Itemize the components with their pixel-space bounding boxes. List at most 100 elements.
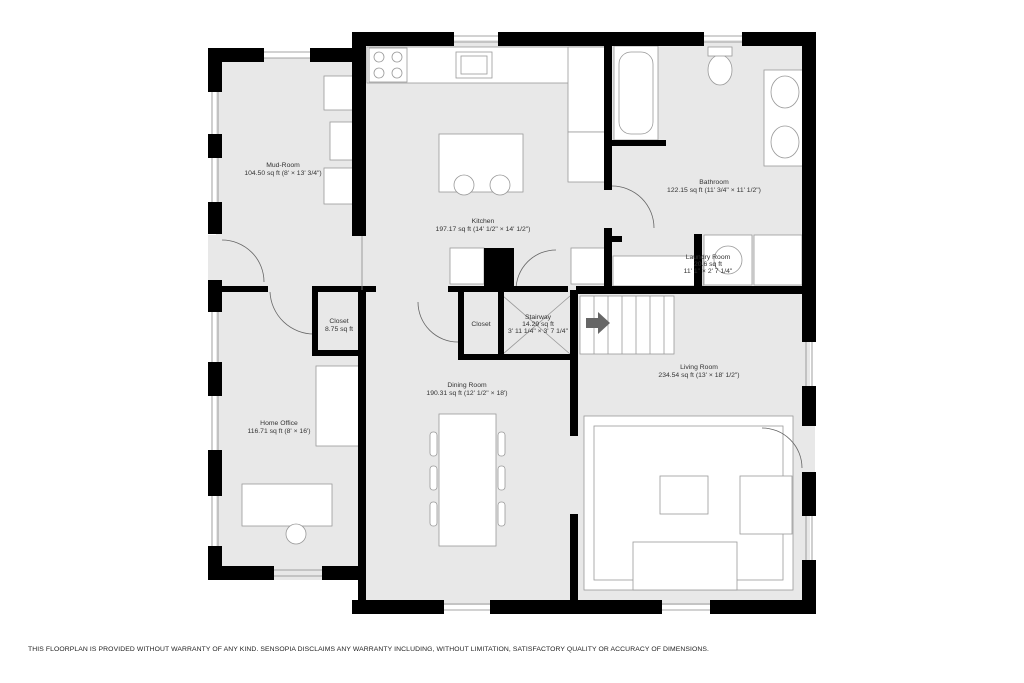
laundry-room-dims: 11' 1" × 2' 7 1/4" bbox=[684, 268, 733, 275]
dining-chairs bbox=[429, 431, 506, 527]
stove bbox=[368, 47, 408, 83]
dining-room-area: 190.31 sq ft (12' 1/2" × 18') bbox=[426, 390, 507, 397]
dining-table bbox=[438, 413, 497, 547]
toilet bbox=[707, 54, 733, 86]
wall bbox=[208, 134, 222, 158]
wall bbox=[458, 290, 464, 360]
wall bbox=[802, 386, 816, 426]
living-room-name: Living Room bbox=[680, 364, 718, 371]
home-office-name: Home Office bbox=[260, 420, 298, 427]
stairway-area: 14.29 sq ft bbox=[522, 321, 554, 328]
wall bbox=[208, 566, 274, 580]
wall bbox=[312, 286, 318, 356]
kitchen-cabinet bbox=[449, 247, 485, 285]
stairway-name: Stairway bbox=[525, 314, 552, 321]
wall bbox=[576, 286, 816, 294]
closet-left-area: 8.75 sq ft bbox=[325, 326, 353, 333]
wall bbox=[352, 32, 366, 236]
furniture bbox=[241, 45, 805, 591]
wall bbox=[498, 32, 704, 46]
wall bbox=[694, 234, 702, 290]
bathtub-basin bbox=[618, 51, 654, 135]
mud-room-area: 104.50 sq ft (8' × 13' 3/4") bbox=[244, 170, 321, 177]
wall bbox=[498, 290, 504, 360]
living-room-area: 234.54 sq ft (13' × 18' 1/2") bbox=[658, 372, 739, 379]
wall bbox=[358, 290, 366, 614]
dining-chair bbox=[497, 501, 506, 527]
wall bbox=[612, 140, 666, 146]
dining-chair bbox=[429, 501, 438, 527]
bathroom-sink bbox=[770, 125, 800, 159]
wall bbox=[484, 248, 514, 292]
wall bbox=[458, 354, 578, 360]
wall bbox=[742, 32, 816, 46]
kitchen-name: Kitchen bbox=[472, 218, 495, 225]
wall bbox=[570, 514, 578, 614]
closet-center-name: Closet bbox=[471, 321, 490, 328]
wall bbox=[322, 566, 366, 580]
dryer bbox=[753, 234, 803, 286]
dining-chair bbox=[497, 431, 506, 457]
windows bbox=[211, 35, 813, 611]
kitchen-cabinet bbox=[570, 247, 606, 285]
wall bbox=[312, 350, 366, 356]
office-sofa bbox=[315, 365, 361, 447]
office-chair bbox=[285, 523, 307, 545]
sofa bbox=[632, 541, 738, 591]
wall bbox=[312, 286, 376, 292]
wall bbox=[710, 600, 816, 614]
walls bbox=[208, 32, 816, 614]
burner bbox=[391, 67, 403, 79]
wall bbox=[604, 228, 612, 286]
bathroom-area: 122.15 sq ft (11' 3/4" × 11' 1/2") bbox=[667, 187, 761, 194]
wall bbox=[222, 286, 268, 292]
wall bbox=[208, 280, 222, 312]
wall bbox=[352, 600, 444, 614]
washer-drum bbox=[713, 245, 743, 275]
stool bbox=[489, 174, 511, 196]
wall bbox=[208, 202, 222, 234]
wall bbox=[208, 450, 222, 496]
laundry-room-area: 20.6 sq ft bbox=[694, 261, 722, 268]
burner bbox=[391, 51, 403, 63]
wall bbox=[802, 472, 816, 516]
side-door-recess bbox=[795, 425, 815, 475]
wall bbox=[208, 48, 222, 92]
burner bbox=[373, 67, 385, 79]
bathroom-name: Bathroom bbox=[699, 179, 729, 186]
wall bbox=[570, 290, 578, 436]
mud-room-name: Mud-Room bbox=[266, 162, 300, 169]
coffee-table bbox=[659, 475, 709, 515]
stairway-dims: 3' 11 1/4" × 3' 7 1/4" bbox=[508, 328, 569, 335]
dining-room-name: Dining Room bbox=[447, 382, 487, 389]
wall bbox=[802, 32, 816, 342]
office-desk bbox=[241, 483, 333, 527]
dining-chair bbox=[497, 465, 506, 491]
bathroom-sink bbox=[770, 75, 800, 109]
door-swings bbox=[221, 185, 803, 469]
wall bbox=[310, 48, 364, 62]
refrigerator bbox=[567, 131, 606, 183]
dining-chair bbox=[429, 465, 438, 491]
wall bbox=[612, 236, 622, 242]
kitchen-island bbox=[438, 133, 524, 193]
kitchen-counter-right bbox=[567, 46, 606, 133]
stair-direction-arrow-icon bbox=[586, 312, 610, 334]
wall bbox=[208, 362, 222, 396]
toilet-tank bbox=[707, 46, 733, 57]
dining-chair bbox=[429, 431, 438, 457]
disclaimer-text: THIS FLOORPLAN IS PROVIDED WITHOUT WARRA… bbox=[28, 646, 710, 653]
laundry-counter bbox=[612, 255, 704, 287]
wall bbox=[352, 32, 454, 46]
closet-left-name: Closet bbox=[329, 318, 348, 325]
left-door-recess bbox=[208, 235, 222, 283]
wall bbox=[604, 40, 612, 190]
armchair bbox=[739, 475, 793, 535]
mud-room-table bbox=[329, 121, 357, 161]
room-labels: Mud-Room 104.50 sq ft (8' × 13' 3/4") Ki… bbox=[244, 162, 761, 435]
sink-basin bbox=[460, 55, 488, 75]
burner bbox=[373, 51, 385, 63]
laundry-room-name: Laundry Room bbox=[686, 254, 731, 261]
stool bbox=[453, 174, 475, 196]
